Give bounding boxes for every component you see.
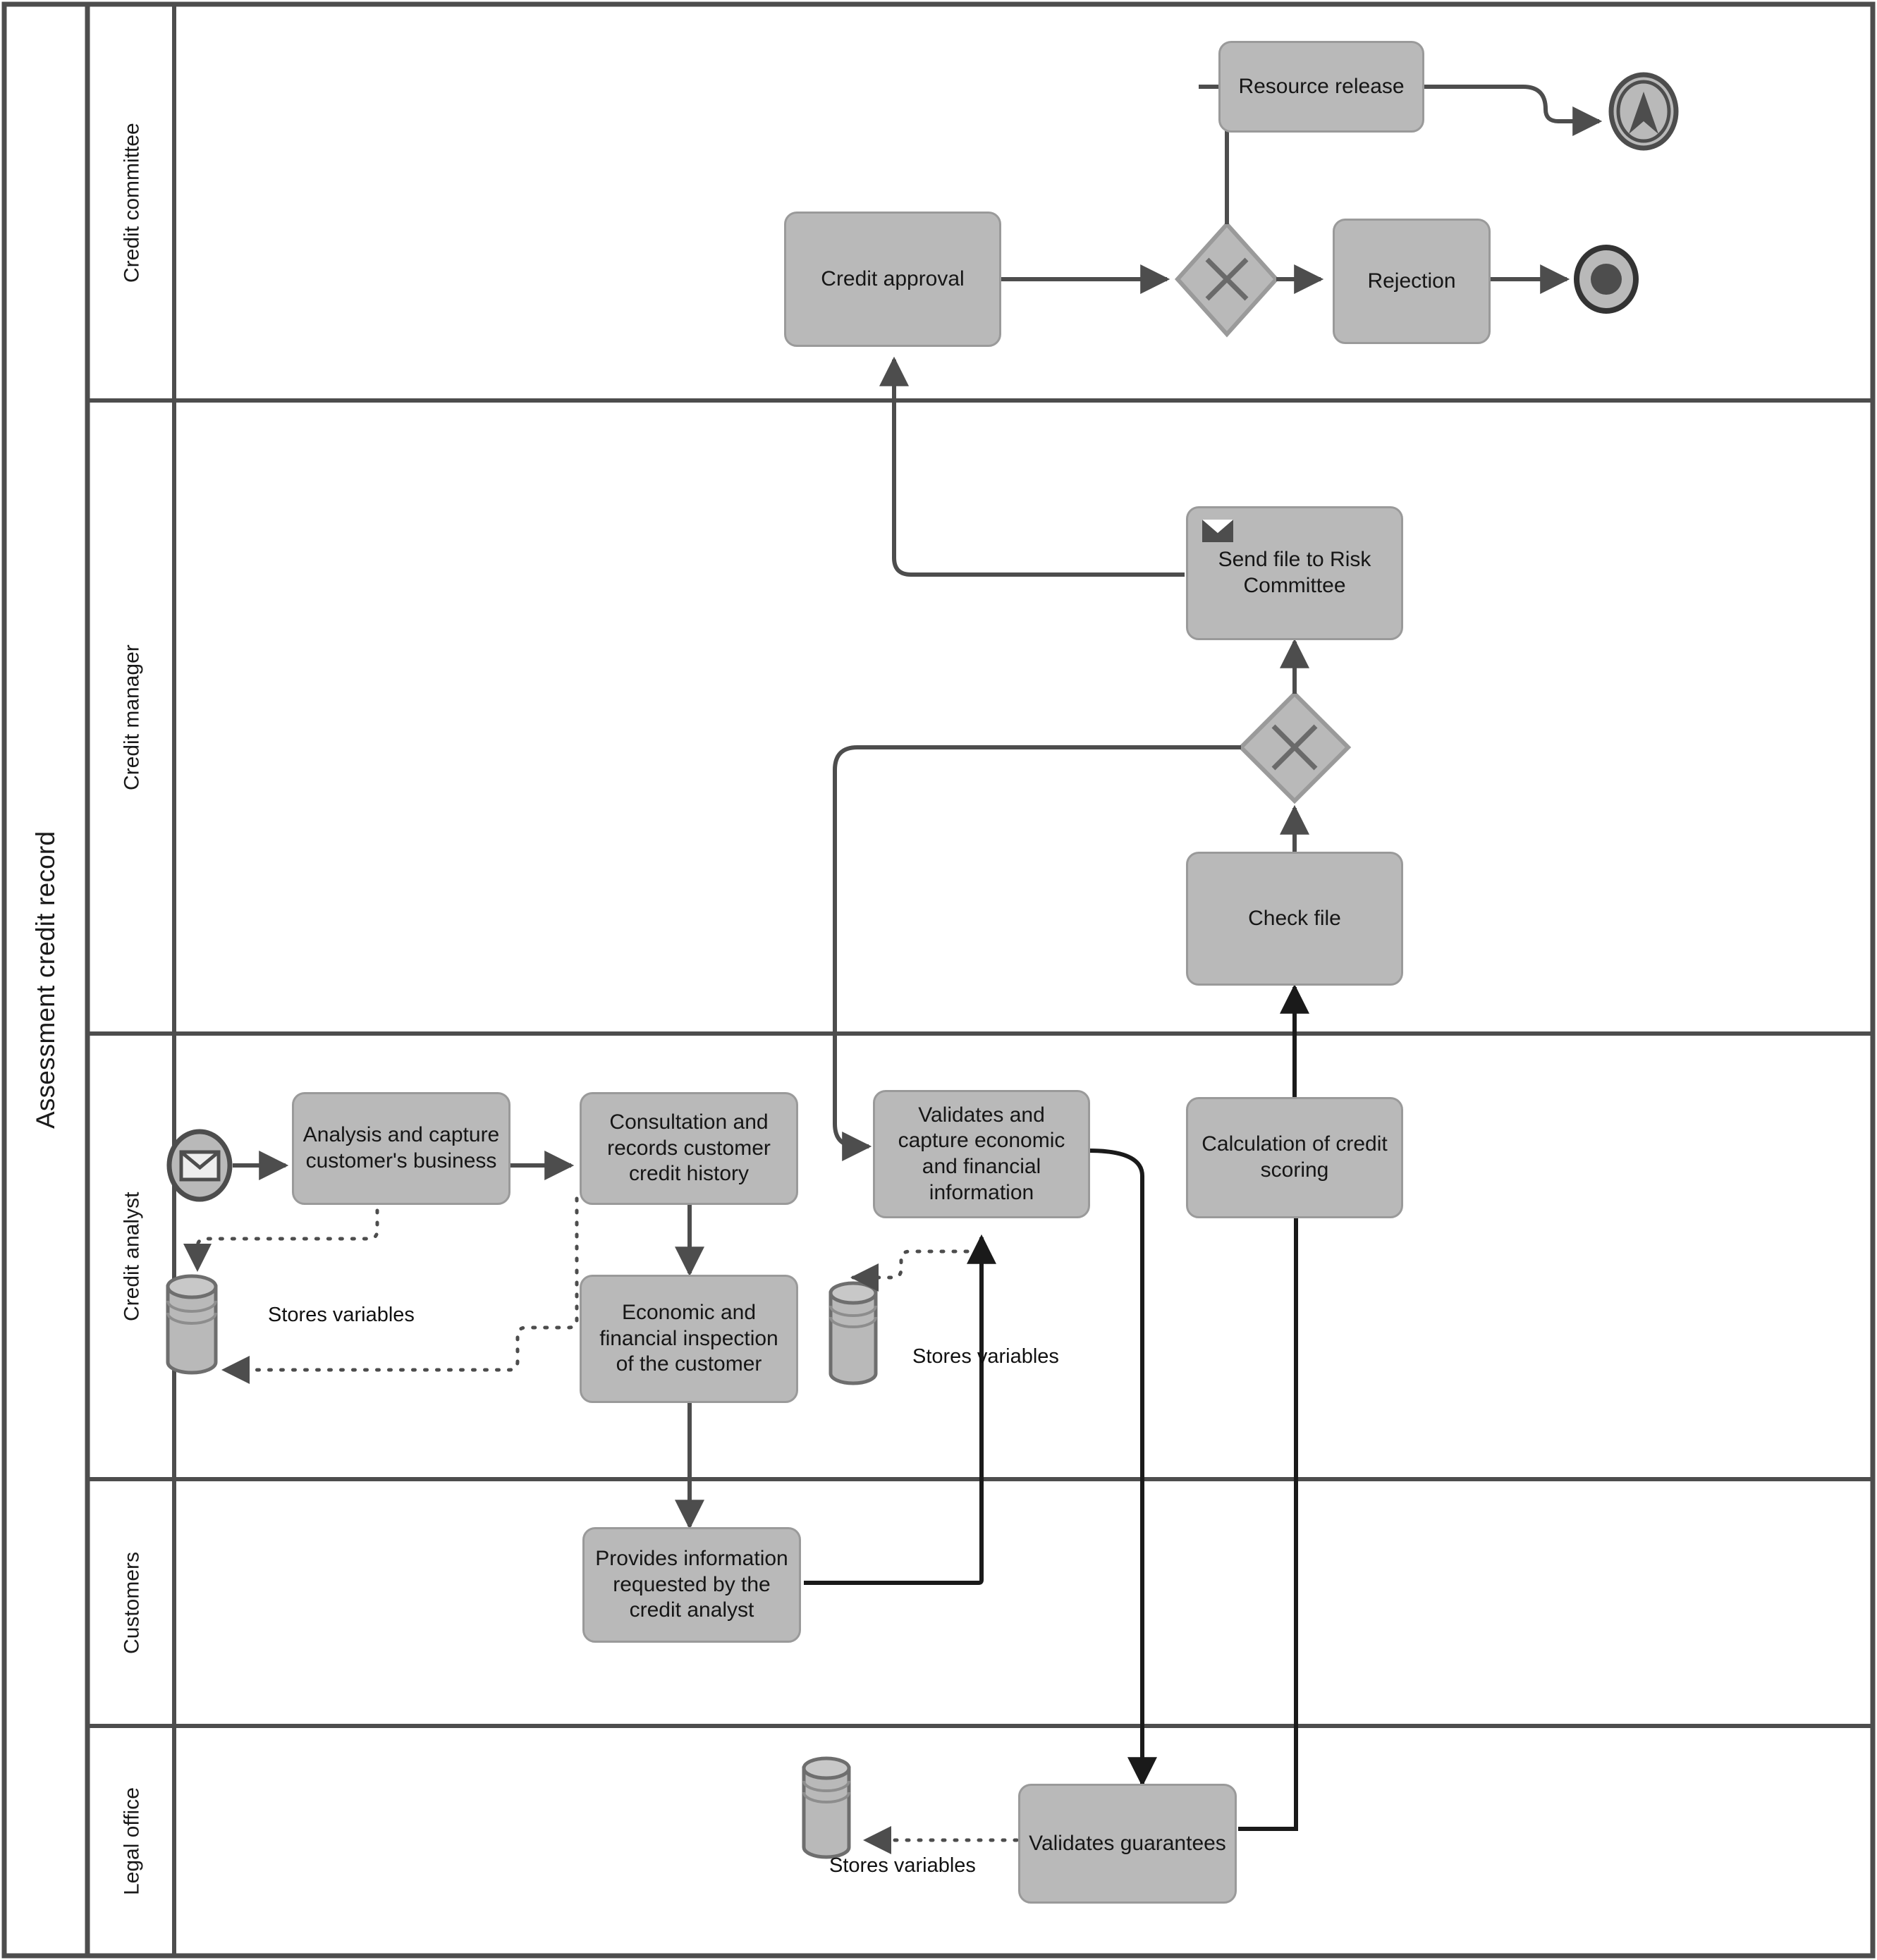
lane-label-legal-office: Legal office	[120, 1787, 144, 1895]
task-label: Provides information requested by the cr…	[595, 1547, 788, 1622]
assoc-label-stores-variables-1: Stores variables	[268, 1304, 415, 1326]
task-label: Credit approval	[821, 267, 965, 290]
assoc-validates-to-store2	[850, 1249, 970, 1292]
task-label: Send file to Risk Committee	[1218, 548, 1371, 597]
assoc-consultation-to-store1	[221, 1196, 579, 1384]
task-label: Validates guarantees	[1029, 1831, 1226, 1855]
task-label: Analysis and capture customer's business	[302, 1123, 500, 1172]
lane-label-credit-committee: Credit committee	[120, 123, 144, 283]
assoc-label-stores-variables-2: Stores variables	[912, 1345, 1059, 1368]
task-label: Economic and financial inspection of the…	[599, 1301, 778, 1376]
flow-validates-to-guarantees	[1088, 1149, 1157, 1787]
task-label: Validates and capture economic and finan…	[898, 1103, 1065, 1204]
task-check-file[interactable]: Check file	[1186, 852, 1403, 986]
task-label: Consultation and records customer credit…	[607, 1110, 771, 1186]
task-resource-release[interactable]: Resource release	[1218, 41, 1424, 133]
lane-label-credit-manager: Credit manager	[120, 644, 144, 790]
lane-label-credit-analyst: Credit analyst	[120, 1192, 144, 1322]
pool-title: Assessment credit record	[31, 831, 60, 1129]
task-credit-approval[interactable]: Credit approval	[784, 212, 1001, 347]
envelope-icon	[1202, 520, 1233, 542]
gateway-manager-merge[interactable]	[1237, 690, 1352, 804]
task-label: Resource release	[1238, 74, 1405, 98]
lane-label-customers: Customers	[120, 1551, 144, 1655]
data-store-icon-2[interactable]	[829, 1281, 878, 1385]
flow-gateway-to-validates	[833, 745, 1241, 1161]
escalation-end-event[interactable]	[1608, 72, 1679, 151]
flow-guarantees-to-scoring	[1238, 1181, 1311, 1831]
task-label: Rejection	[1367, 269, 1456, 293]
task-provides-information-requested[interactable]: Provides information requested by the cr…	[582, 1527, 801, 1643]
flow-sendfile-to-approval	[879, 356, 1185, 577]
task-send-file-to-risk-committee[interactable]: Send file to Risk Committee	[1186, 506, 1403, 640]
task-validates-guarantees[interactable]: Validates guarantees	[1018, 1784, 1237, 1904]
task-consultation-records-credit-history[interactable]: Consultation and records customer credit…	[580, 1092, 798, 1205]
data-store-icon-3[interactable]	[802, 1756, 851, 1859]
task-analysis-and-capture-customers-business[interactable]: Analysis and capture customer's business	[292, 1092, 510, 1205]
task-calculation-of-credit-scoring[interactable]: Calculation of credit scoring	[1186, 1097, 1403, 1218]
task-label: Calculation of credit scoring	[1202, 1132, 1388, 1182]
message-start-event[interactable]	[166, 1129, 233, 1202]
task-economic-financial-inspection[interactable]: Economic and financial inspection of the…	[580, 1275, 798, 1403]
task-label: Check file	[1248, 906, 1341, 930]
assoc-analysis-to-store1	[183, 1196, 379, 1272]
task-validates-and-capture-economic-info[interactable]: Validates and capture economic and finan…	[873, 1090, 1090, 1218]
flow-resource-release-to-end	[1423, 85, 1603, 136]
flow-provides-to-validates	[804, 1234, 996, 1585]
gateway-committee-decision[interactable]	[1174, 221, 1280, 338]
task-rejection[interactable]: Rejection	[1333, 219, 1491, 344]
assoc-label-stores-variables-3: Stores variables	[829, 1854, 976, 1877]
data-store-icon-1[interactable]	[166, 1274, 218, 1375]
terminate-end-event[interactable]	[1574, 245, 1639, 314]
